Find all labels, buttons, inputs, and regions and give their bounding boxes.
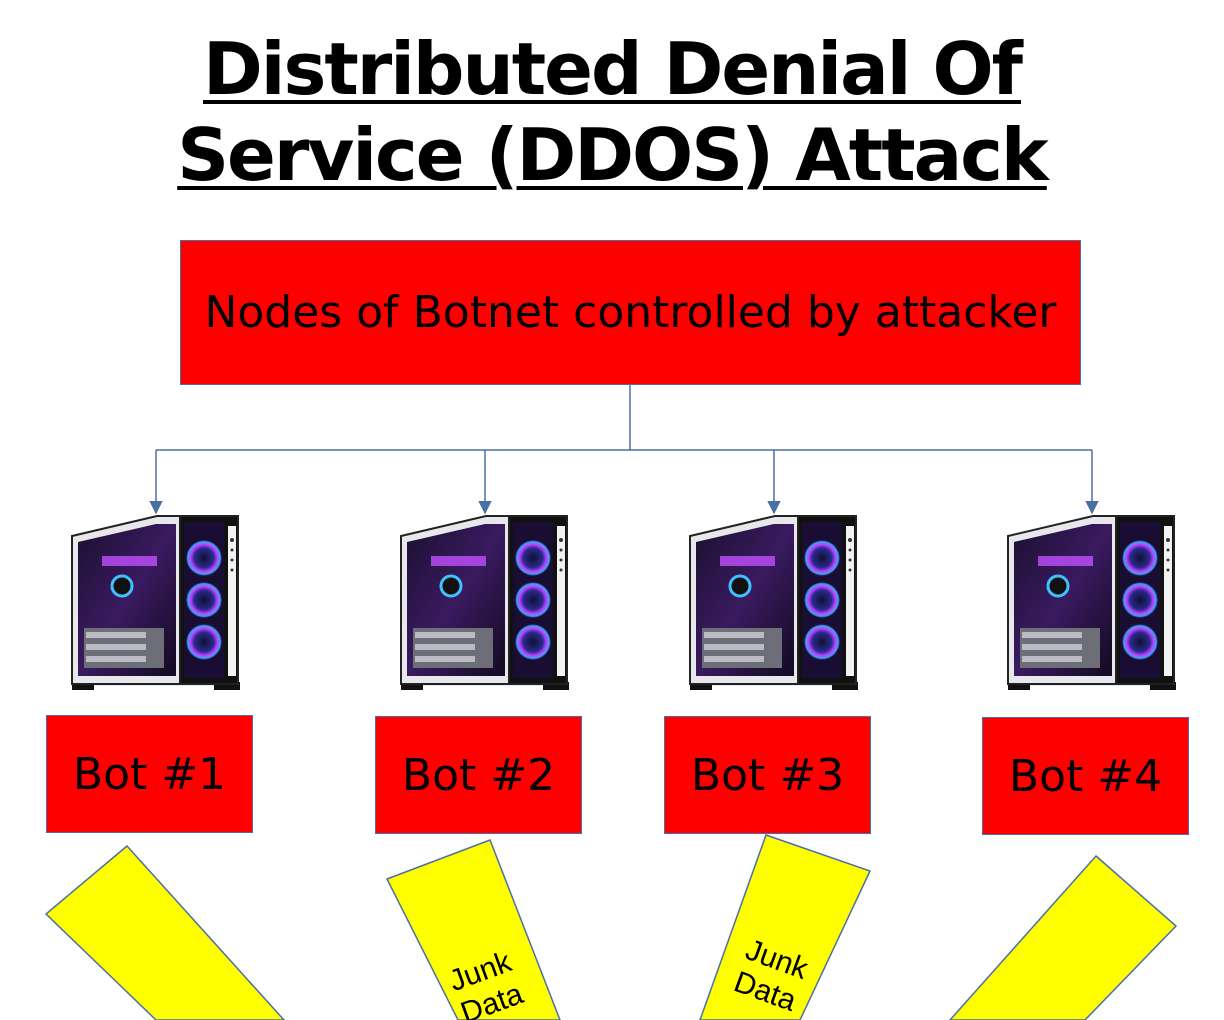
- diagram-title: Distributed Denial Of Service (DDOS) Att…: [0, 26, 1224, 198]
- junk-stream-3: [699, 834, 872, 1020]
- bot-box-3: Bot #3: [664, 716, 871, 834]
- junk-stream-2: [385, 839, 561, 1020]
- gaming-pc-icon-2: [399, 514, 571, 692]
- title-line-1: Distributed Denial Of: [203, 27, 1023, 111]
- gaming-pc-icon-1: [70, 514, 242, 692]
- bot-box-1: Bot #1: [46, 715, 253, 833]
- connector-tree: [149, 385, 1099, 515]
- bot-label-3: Bot #3: [690, 749, 845, 801]
- bot-label-2: Bot #2: [401, 749, 556, 801]
- junk-stream-1: [44, 844, 286, 1020]
- title-line-2: Service (DDOS) Attack: [177, 113, 1049, 197]
- bot-box-4: Bot #4: [982, 717, 1189, 835]
- botnet-controller-box: Nodes of Botnet controlled by attacker: [180, 240, 1081, 385]
- bot-label-4: Bot #4: [1008, 750, 1163, 802]
- gaming-pc-icon-3: [688, 514, 860, 692]
- gaming-pc-icon-4: [1006, 514, 1178, 692]
- controller-label: Nodes of Botnet controlled by attacker: [204, 286, 1057, 338]
- bot-box-2: Bot #2: [375, 716, 582, 834]
- junk-stream-4: [948, 854, 1178, 1020]
- bot-label-1: Bot #1: [72, 748, 227, 800]
